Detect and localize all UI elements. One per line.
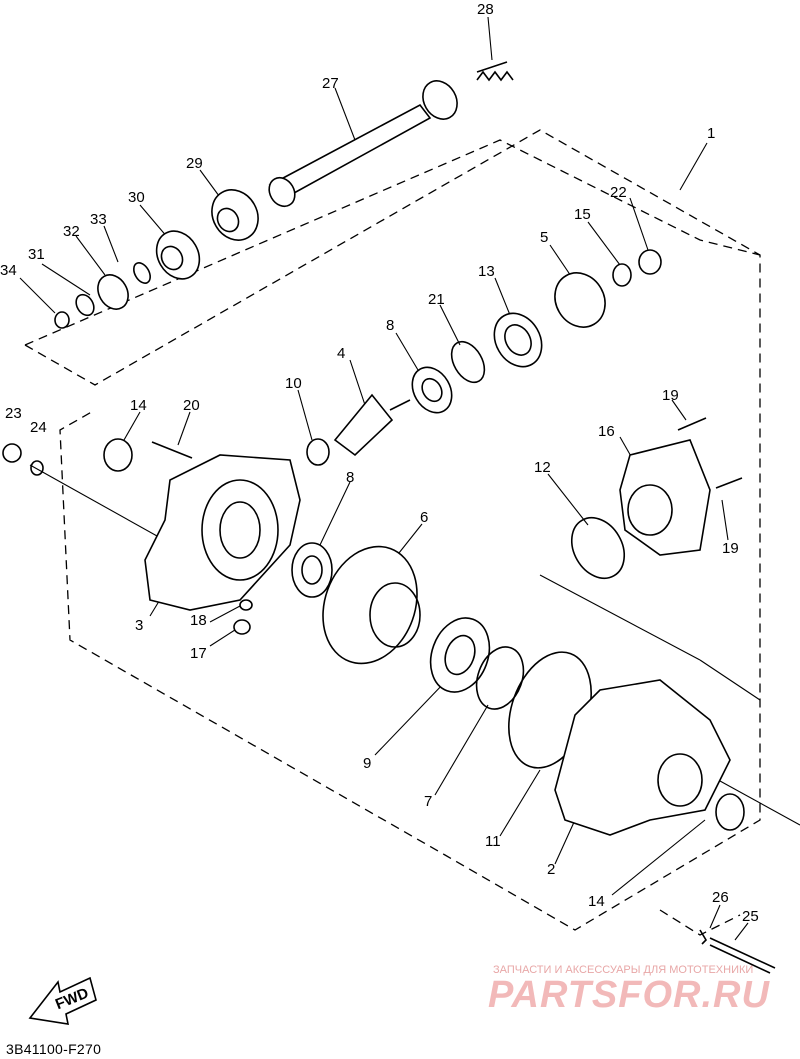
callout-labels: 1 2 3 4 5 6 7 8 8 9 10 11 12 13 14 14 15… <box>0 1 759 925</box>
label-8-housing: 8 <box>346 469 354 486</box>
label-21: 21 <box>428 291 445 308</box>
label-14-top: 14 <box>130 397 147 414</box>
watermark-tagline: ЗАПЧАСТИ И АКСЕССУАРЫ ДЛЯ МОТОТЕХНИКИ <box>493 964 754 976</box>
label-14-bottom: 14 <box>588 893 605 910</box>
ring-gear-group <box>291 542 592 769</box>
label-28: 28 <box>477 1 494 18</box>
drive-shaft-27 <box>268 80 458 208</box>
label-27: 27 <box>322 75 339 92</box>
label-4: 4 <box>337 345 345 362</box>
label-17: 17 <box>190 645 207 662</box>
label-26: 26 <box>712 889 729 906</box>
fwd-arrow: FWD <box>28 976 97 1025</box>
label-20: 20 <box>183 397 200 414</box>
label-11: 11 <box>485 833 501 850</box>
label-25: 25 <box>742 908 759 925</box>
label-23: 23 <box>5 405 22 422</box>
label-3: 3 <box>135 617 143 634</box>
label-8-pinion: 8 <box>386 317 394 334</box>
label-15: 15 <box>574 206 591 223</box>
label-16: 16 <box>598 423 615 440</box>
label-19-bottom: 19 <box>722 540 739 557</box>
pins-25-26 <box>699 929 776 974</box>
label-30: 30 <box>128 189 145 206</box>
housing-3 <box>2 438 301 635</box>
label-5: 5 <box>540 229 548 246</box>
label-9: 9 <box>363 755 371 772</box>
watermark-brand-logo: PARTSFOR.RU <box>488 974 770 1016</box>
label-19-top: 19 <box>662 387 679 404</box>
cover-16-group <box>570 417 743 579</box>
label-12: 12 <box>534 459 551 476</box>
label-29: 29 <box>186 155 203 172</box>
label-13: 13 <box>478 263 495 280</box>
label-10: 10 <box>285 375 302 392</box>
label-6: 6 <box>420 509 428 526</box>
assembly-outline <box>24 129 761 936</box>
pinion-group <box>306 249 662 466</box>
label-2: 2 <box>547 861 555 878</box>
case-2 <box>554 679 745 836</box>
label-32: 32 <box>63 223 80 240</box>
label-24: 24 <box>30 419 47 436</box>
diagram-code: 3B41100-F270 <box>6 1041 102 1057</box>
front-bearing-group <box>54 189 259 329</box>
label-18: 18 <box>190 612 207 629</box>
label-7: 7 <box>424 793 432 810</box>
label-34: 34 <box>0 262 17 279</box>
label-33: 33 <box>90 211 107 228</box>
spring-28 <box>476 61 514 82</box>
label-22: 22 <box>610 184 627 201</box>
label-1: 1 <box>707 125 715 142</box>
label-31: 31 <box>28 246 45 263</box>
